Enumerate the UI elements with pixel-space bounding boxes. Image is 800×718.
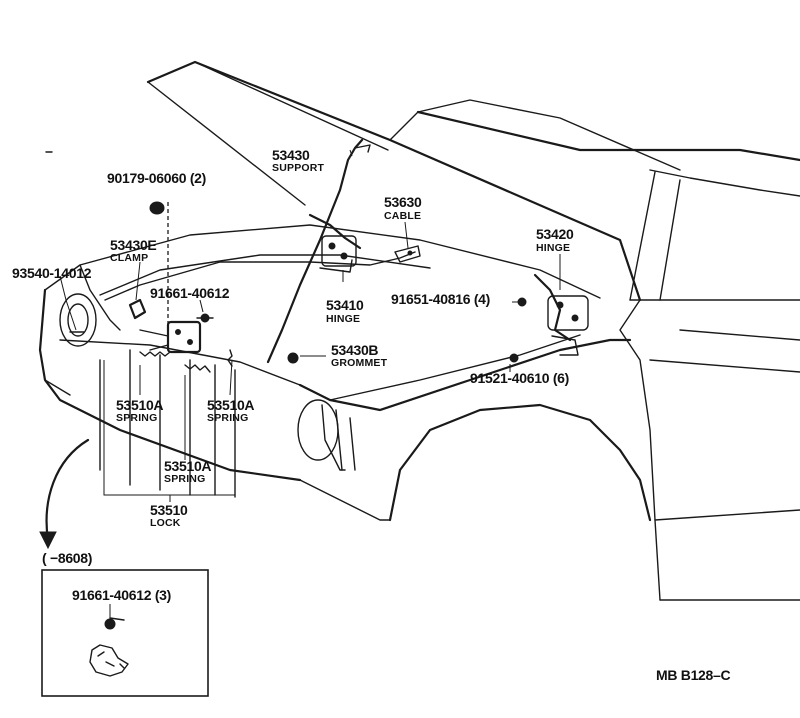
label-53420-name: HINGE bbox=[536, 242, 570, 254]
inset-panel: ( −8608) 91661-40612 (3) bbox=[41, 550, 209, 697]
label-53510a-center-name: SPRING bbox=[164, 473, 205, 485]
label-53630-name: CABLE bbox=[384, 210, 421, 222]
label-53430b-number: 53430B bbox=[331, 342, 378, 358]
release-cable bbox=[104, 245, 421, 301]
clamp-53430e bbox=[128, 298, 147, 320]
leader-lines bbox=[59, 149, 561, 502]
label-53430-name: SUPPORT bbox=[272, 162, 325, 174]
label-53510a-right-number: 53510A bbox=[207, 397, 254, 413]
label-53510a-center-number: 53510A bbox=[164, 458, 211, 474]
label-53630-number: 53630 bbox=[384, 194, 422, 210]
label-53510a-left-name: SPRING bbox=[116, 412, 157, 424]
part-labels: 90179-06060 (2) 53430 SUPPORT 53630 CABL… bbox=[12, 147, 574, 529]
bolt-91521 bbox=[509, 353, 519, 363]
grommet-53430b bbox=[287, 352, 299, 364]
inset-bracket bbox=[89, 644, 129, 677]
label-91521-number: 91521-40610 (6) bbox=[470, 370, 569, 386]
inset-arrow bbox=[39, 438, 90, 550]
label-53510-name: LOCK bbox=[150, 517, 181, 529]
label-53510-number: 53510 bbox=[150, 502, 188, 518]
spring-right bbox=[227, 349, 233, 367]
inset-part-number: 91661-40612 (3) bbox=[72, 587, 171, 603]
label-91651-number: 91651-40816 (4) bbox=[391, 291, 490, 307]
bolt-91661 bbox=[196, 313, 214, 323]
label-53410-number: 53410 bbox=[326, 297, 364, 313]
inset-frame bbox=[41, 569, 209, 697]
label-53410-name: HINGE bbox=[326, 313, 360, 325]
label-53430b-name: GROMMET bbox=[331, 357, 388, 369]
clip-90179 bbox=[149, 201, 165, 215]
right-hinge bbox=[533, 273, 589, 356]
hood-support-rod bbox=[266, 138, 371, 364]
label-53430e-number: 53430E bbox=[110, 237, 156, 253]
label-91661-number: 91661-40612 bbox=[150, 285, 230, 301]
drawing-code: MB B128–C bbox=[656, 667, 731, 683]
hood-lock-assembly bbox=[139, 320, 202, 354]
label-53510a-left-number: 53510A bbox=[116, 397, 163, 413]
inset-bolt bbox=[104, 617, 125, 630]
label-90179-number: 90179-06060 (2) bbox=[107, 170, 206, 186]
bolt-91651 bbox=[517, 297, 527, 307]
label-93540-number: 93540-14012 bbox=[12, 265, 92, 281]
left-hinge bbox=[308, 213, 362, 273]
spring-left bbox=[139, 351, 171, 357]
inset-range-label: ( −8608) bbox=[42, 550, 92, 566]
label-53420-number: 53420 bbox=[536, 226, 574, 242]
vehicle-outline bbox=[38, 60, 800, 601]
spring-center bbox=[184, 364, 211, 373]
label-53430-number: 53430 bbox=[272, 147, 310, 163]
label-53510a-right-name: SPRING bbox=[207, 412, 248, 424]
label-53430e-name: CLAMP bbox=[110, 252, 148, 264]
